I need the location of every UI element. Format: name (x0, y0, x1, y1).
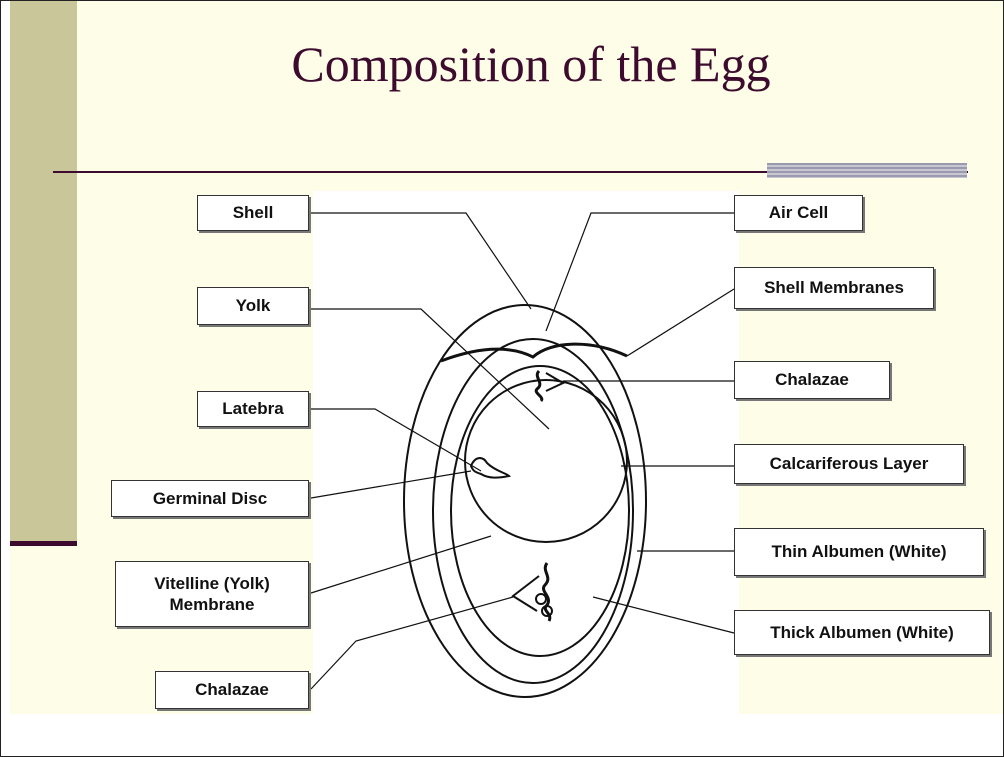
label-vitelline-membrane: Vitelline (Yolk) Membrane (115, 561, 309, 627)
label-thin-albumen: Thin Albumen (White) (734, 528, 984, 576)
leader-thick-albumen (593, 597, 734, 633)
chalaza-bottom-shape (543, 563, 549, 621)
leader-shell (311, 213, 531, 309)
label-germinal-disc: Germinal Disc (111, 480, 309, 517)
label-chalazae-bottom: Chalazae (155, 671, 309, 709)
shell-membrane-outline (433, 339, 633, 683)
yolk-outline (465, 380, 627, 542)
label-chalazae-top: Chalazae (734, 361, 890, 399)
label-latebra: Latebra (197, 391, 309, 427)
label-thick-albumen: Thick Albumen (White) (734, 610, 990, 655)
shell-outline (404, 305, 646, 697)
thick-albumen-outline (451, 366, 629, 656)
label-yolk: Yolk (197, 287, 309, 325)
label-shell: Shell (197, 195, 309, 231)
label-calcariferous-layer: Calcariferous Layer (734, 444, 964, 484)
air-cell-line (441, 344, 627, 361)
leader-yolk (311, 309, 549, 429)
label-shell-membranes: Shell Membranes (734, 267, 934, 309)
label-air-cell: Air Cell (734, 195, 863, 231)
leader-chalazae-bottom (311, 597, 513, 689)
leader-shell-membranes (627, 289, 734, 356)
leader-germinal-disc (311, 471, 471, 498)
chalaza-top-shape (536, 371, 542, 401)
leader-air-cell (546, 213, 734, 331)
